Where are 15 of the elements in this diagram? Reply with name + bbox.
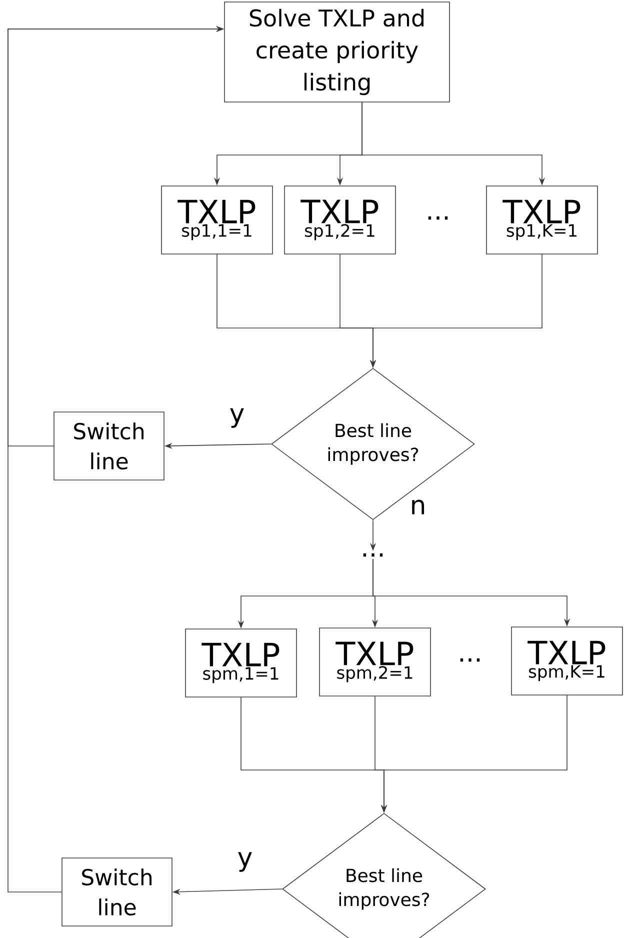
- edge-label: y: [236, 851, 254, 873]
- process-box: Solve TXLP and create priority listing: [224, 2, 450, 102]
- edge-label: n: [408, 498, 428, 516]
- edge-label: y: [228, 407, 246, 429]
- process-box: TXLP sp1,1=1: [161, 186, 273, 254]
- process-box: TXLP spm,2=1: [319, 628, 431, 696]
- ellipsis-text: ...: [460, 658, 480, 662]
- process-box: TXLP sp1,K=1: [486, 186, 598, 254]
- ellipsis-text: ...: [363, 553, 383, 557]
- process-box: Switch line: [62, 858, 172, 926]
- process-box: TXLP spm,K=1: [511, 626, 623, 696]
- ellipsis-text: ...: [428, 216, 448, 220]
- process-box: TXLP sp1,2=1: [284, 186, 396, 254]
- process-box: TXLP spm,1=1: [185, 628, 297, 698]
- process-box: Switch line: [54, 412, 164, 480]
